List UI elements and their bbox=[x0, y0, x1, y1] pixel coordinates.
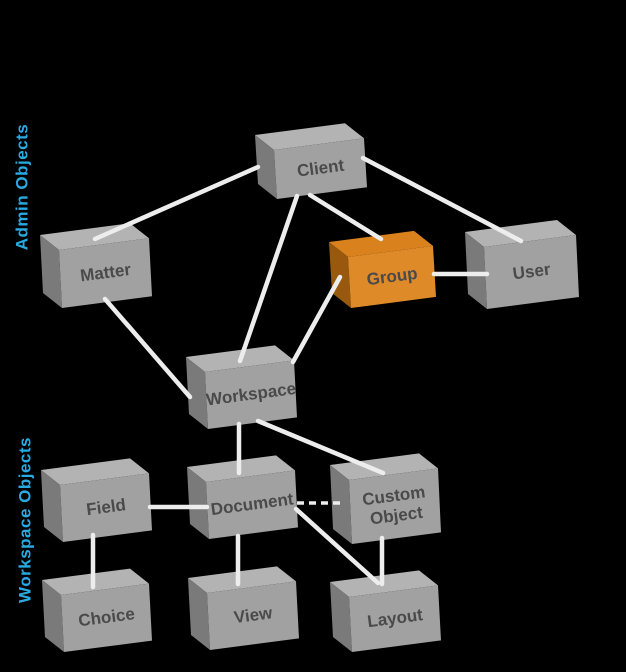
box-front-face bbox=[59, 238, 152, 308]
box-left-face bbox=[41, 470, 63, 542]
node-custom-object: CustomObject bbox=[330, 453, 441, 544]
box-front-face bbox=[206, 470, 298, 539]
box-top-face bbox=[330, 453, 438, 480]
box-front-face bbox=[348, 245, 436, 308]
node-label-custom-object: CustomObject bbox=[361, 482, 429, 529]
edge-document-layout bbox=[293, 506, 381, 586]
box-top-face bbox=[40, 223, 149, 250]
box-front-face bbox=[205, 360, 297, 429]
box-front-face bbox=[274, 138, 367, 199]
box-front-face bbox=[349, 468, 441, 544]
edge-matter-client bbox=[92, 164, 261, 242]
box-left-face bbox=[330, 582, 352, 652]
node-label-view: View bbox=[233, 603, 274, 627]
box-left-face bbox=[187, 467, 209, 539]
edge-workspace-custom-object bbox=[255, 418, 386, 476]
box-left-face bbox=[330, 465, 352, 544]
box-top-face bbox=[42, 568, 149, 595]
box-front-face bbox=[349, 585, 441, 652]
box-front-face bbox=[60, 473, 152, 542]
box-left-face bbox=[255, 135, 277, 199]
edge-client-user bbox=[360, 155, 524, 244]
edge-matter-workspace bbox=[102, 296, 193, 400]
node-choice: Choice bbox=[42, 568, 152, 652]
section-label-workspace-objects: Workspace Objects bbox=[16, 437, 35, 603]
node-user: User bbox=[465, 220, 579, 309]
box-left-face bbox=[40, 235, 62, 308]
node-field: Field bbox=[41, 458, 152, 542]
edge-client-group bbox=[307, 192, 384, 242]
box-front-face bbox=[61, 583, 152, 652]
box-front-face bbox=[484, 235, 579, 309]
edge-client-workspace bbox=[237, 193, 300, 364]
box-top-face bbox=[255, 123, 364, 150]
box-top-face bbox=[188, 566, 296, 593]
node-client: Client bbox=[255, 123, 367, 199]
box-left-face bbox=[42, 580, 64, 652]
box-front-face bbox=[207, 581, 299, 650]
node-view: View bbox=[188, 566, 299, 650]
box-left-face bbox=[465, 232, 487, 309]
node-label-user: User bbox=[512, 259, 552, 283]
node-document: Document bbox=[187, 455, 298, 539]
box-top-face bbox=[329, 230, 433, 257]
box-left-face bbox=[188, 578, 210, 650]
node-group: Group bbox=[329, 230, 436, 308]
edge-group-workspace bbox=[290, 274, 343, 365]
node-layout: Layout bbox=[330, 570, 441, 652]
box-left-face bbox=[186, 357, 208, 429]
box-top-face bbox=[465, 220, 576, 247]
node-matter: Matter bbox=[40, 223, 152, 308]
section-label-admin-objects: Admin Objects bbox=[13, 124, 32, 250]
box-top-face bbox=[41, 458, 149, 485]
